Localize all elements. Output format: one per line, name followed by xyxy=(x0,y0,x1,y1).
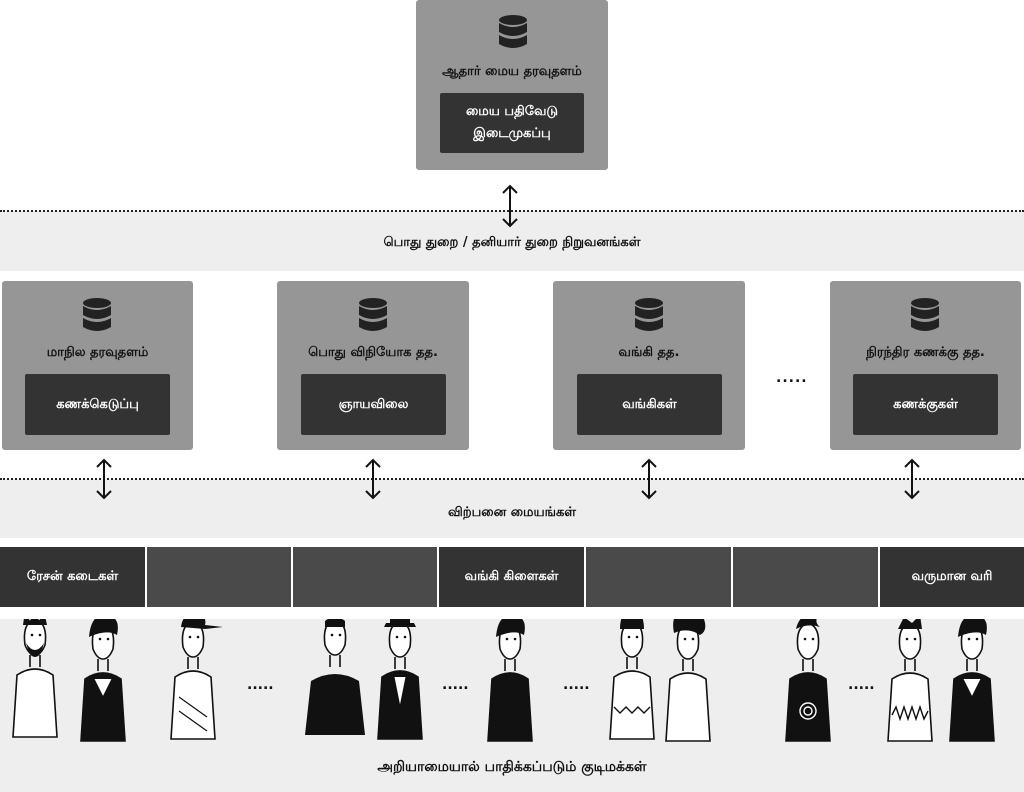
citizens-label: அறியாமையால் பாதிக்கப்படும் குடிமக்கள் xyxy=(377,759,647,775)
institutions-label: பொது துறை / தனியார் துறை நிறுவனங்கள் xyxy=(383,235,641,250)
shop-bank-branches: வங்கி கிளைகள் xyxy=(439,547,584,607)
shop-blank xyxy=(147,547,291,607)
db-label: வங்கி தத. xyxy=(618,345,680,360)
database-icon xyxy=(83,298,111,331)
citizen-figure xyxy=(487,619,533,742)
ellipsis: ..... xyxy=(776,370,808,386)
bank-database-box: வங்கி தத. வங்கிகள் xyxy=(553,281,745,450)
citizen-figure xyxy=(80,619,126,742)
ellipsis: ..... xyxy=(442,677,469,693)
dotted-divider xyxy=(0,210,1024,212)
citizens-illustration: ..... ..... ..... ..... xyxy=(12,619,995,742)
citizen-figure xyxy=(170,619,223,740)
db-label: மாநில தரவுதளம் xyxy=(46,345,149,360)
bidirectional-arrow xyxy=(502,184,518,228)
ellipsis: ..... xyxy=(247,677,274,693)
sales-centers-label: விற்பனை மையங்கள் xyxy=(447,505,577,520)
dotted-divider xyxy=(0,478,1024,480)
census-box: கணக்கெடுப்பு xyxy=(25,374,170,435)
database-icon xyxy=(635,298,663,331)
database-icon xyxy=(911,298,939,331)
fair-price-box: ஞாயவிலை xyxy=(301,374,446,435)
citizen-figure xyxy=(949,619,995,742)
bidirectional-arrow xyxy=(365,458,381,500)
sales-centers-band xyxy=(0,479,1024,538)
citizen-figure xyxy=(377,619,423,740)
citizen-figure xyxy=(609,619,655,740)
citizen-figure xyxy=(12,619,58,738)
central-registry-interface: மைய பதிவேடு இடைமுகப்பு xyxy=(440,93,584,153)
citizen-figure xyxy=(785,619,831,742)
db-label: நிரந்திர கணக்கு தத. xyxy=(866,345,985,360)
institutions-band xyxy=(0,211,1024,271)
shop-blank xyxy=(586,547,731,607)
citizen-figure xyxy=(665,619,711,742)
shop-ration: ரேசன் கடைகள் xyxy=(0,547,145,607)
ellipsis: ..... xyxy=(848,677,875,693)
ellipsis: ..... xyxy=(563,677,590,693)
database-icon xyxy=(359,298,387,331)
public-distribution-box: பொது விநியோக தத. ஞாயவிலை xyxy=(277,281,469,450)
shop-income-tax: வருமான வரி xyxy=(880,547,1024,607)
accounts-box: கணக்குகள் xyxy=(853,374,998,435)
aadhaar-database-box: ஆதார் மைய தரவுதளம் மைய பதிவேடு இடைமுகப்ப… xyxy=(416,0,608,170)
citizen-figure xyxy=(887,619,933,742)
state-database-box: மாநில தரவுதளம் கணக்கெடுப்பு xyxy=(2,281,193,450)
bidirectional-arrow xyxy=(96,458,112,500)
database-icon xyxy=(499,15,527,48)
aadhaar-db-label: ஆதார் மைய தரவுதளம் xyxy=(442,64,582,79)
central-registry-line2: இடைமுகப்பு xyxy=(473,126,551,141)
central-registry-line1: மைய பதிவேடு xyxy=(465,104,559,119)
pan-database-box: நிரந்திர கணக்கு தத. கணக்குகள் xyxy=(830,281,1021,450)
citizen-figure xyxy=(305,619,365,735)
bidirectional-arrow xyxy=(641,458,657,500)
shop-blank xyxy=(733,547,878,607)
shop-blank xyxy=(293,547,437,607)
banks-box: வங்கிகள் xyxy=(577,374,722,435)
bidirectional-arrow xyxy=(904,458,920,500)
db-label: பொது விநியோக தத. xyxy=(308,345,438,360)
